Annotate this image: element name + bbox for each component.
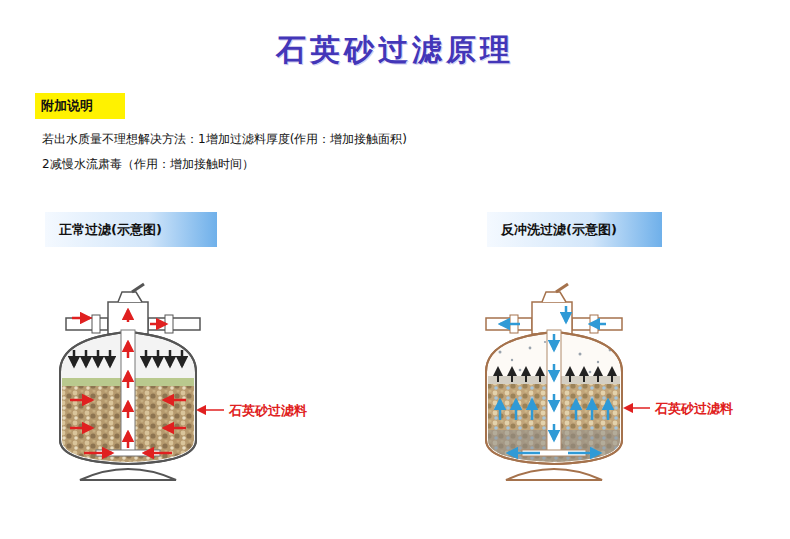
callout-label: 石英砂过滤料: [655, 400, 733, 418]
node-text: 附加说明: [41, 97, 93, 115]
section-band: 反冲洗过滤(示意图): [487, 212, 662, 247]
leader-line: [198, 409, 224, 411]
callout-label: 石英砂过滤料: [229, 402, 307, 420]
note-line: 2减慢水流肃毒（作用：增加接触时间）: [42, 156, 254, 173]
note-tag: 附加说明: [35, 93, 125, 119]
note-line: 若出水质量不理想解决方法：1增加过滤料厚度(作用：增加接触面积): [42, 131, 407, 148]
section-band: 正常过滤(示意图): [45, 212, 217, 247]
normal-tank: [60, 284, 200, 480]
node-text: 反冲洗过滤(示意图): [501, 221, 617, 239]
title: 石英砂过滤原理: [0, 30, 790, 71]
backwash-tank: [486, 284, 622, 480]
leader-line: [625, 407, 650, 409]
node-text: 正常过滤(示意图): [59, 221, 162, 239]
